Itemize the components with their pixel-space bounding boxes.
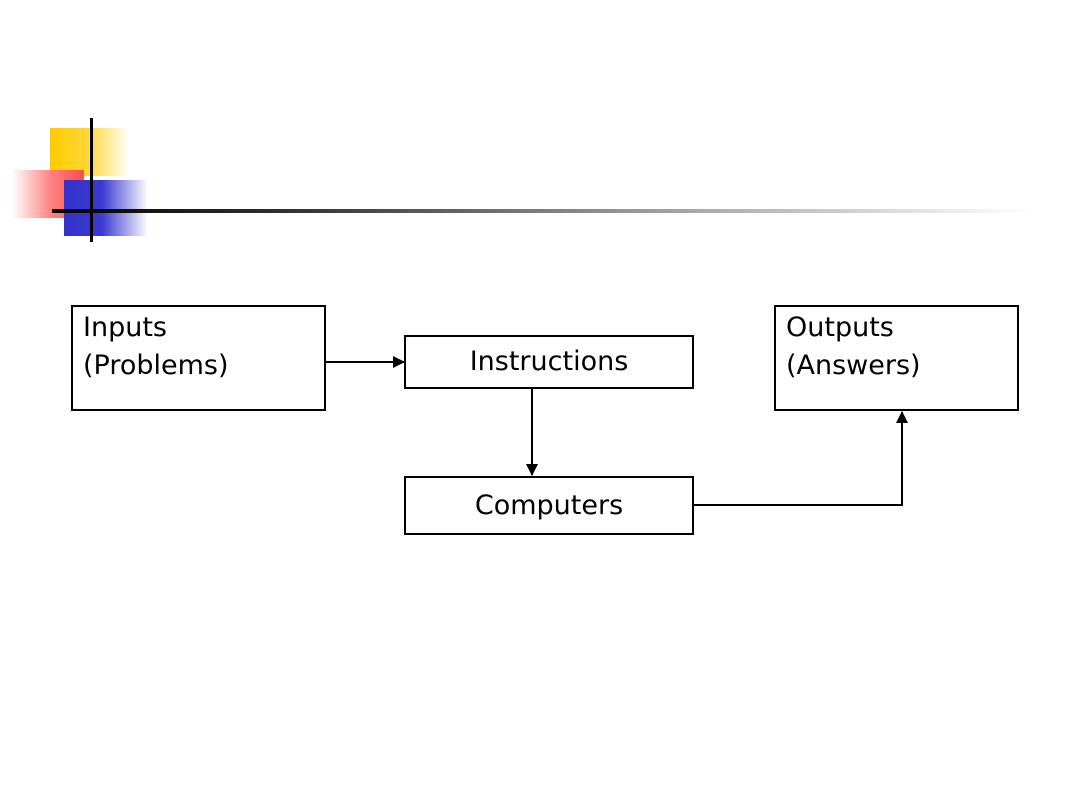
title-underline-rule bbox=[52, 209, 1032, 213]
node-instructions: Instructions bbox=[404, 335, 694, 389]
arrow-computers-to-outputs bbox=[694, 411, 908, 506]
node-inputs-line-2: (Problems) bbox=[83, 350, 229, 381]
node-instructions-label: Instructions bbox=[469, 346, 629, 377]
node-outputs: Outputs (Answers) bbox=[774, 305, 1019, 411]
node-computers: Computers bbox=[404, 476, 694, 535]
node-outputs-line-1: Outputs bbox=[786, 312, 894, 343]
ornament-blue-square bbox=[64, 180, 148, 236]
node-outputs-line-2: (Answers) bbox=[786, 350, 921, 381]
node-computers-label: Computers bbox=[474, 489, 624, 521]
ornament-vertical-line bbox=[90, 118, 93, 242]
node-inputs-line-1: Inputs bbox=[83, 312, 167, 343]
node-inputs: Inputs (Problems) bbox=[71, 305, 326, 411]
